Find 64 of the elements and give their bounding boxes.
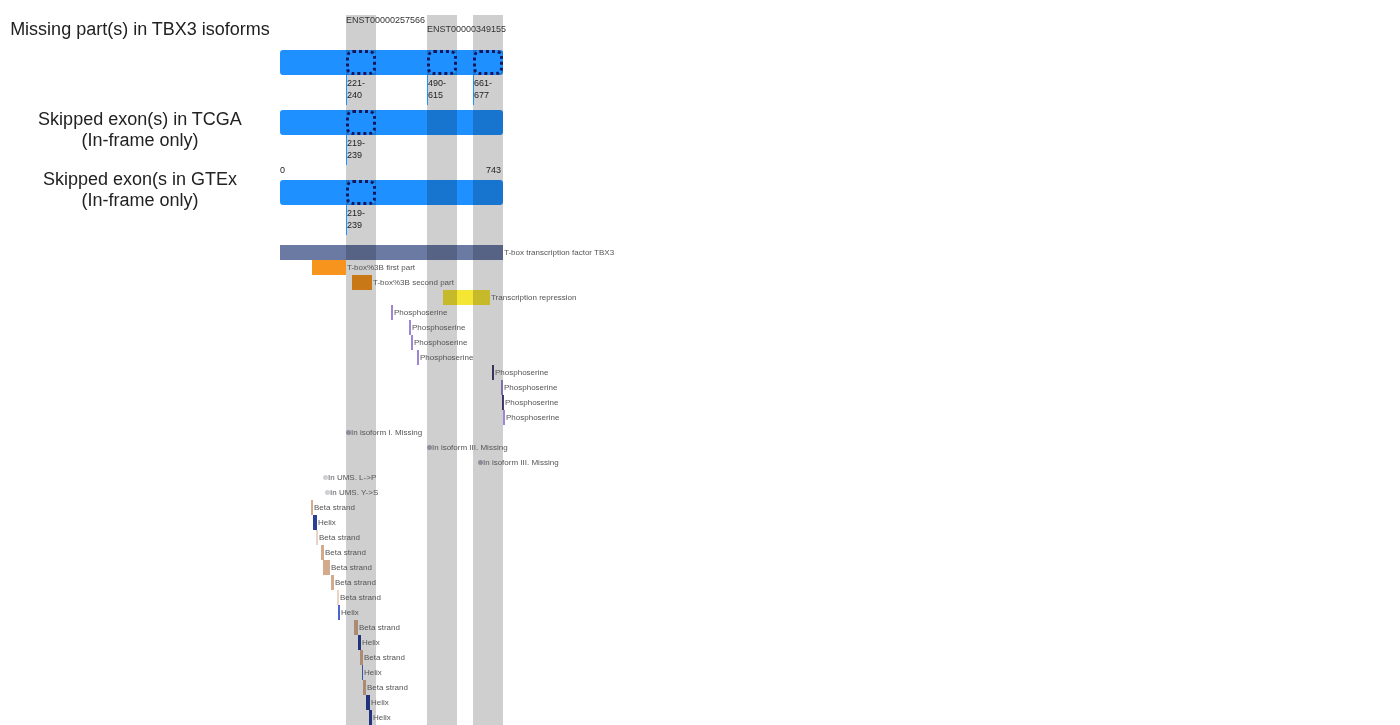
feature-label: T-box transcription factor TBX3 [504, 247, 615, 258]
feature-label: Transcription repression [491, 292, 577, 303]
feature-label: T-box%3B first part [347, 262, 416, 273]
feature-label: In isoform I. Missing [351, 427, 423, 438]
region-box [346, 110, 376, 135]
variant-dot [323, 475, 328, 480]
feature-bar [312, 260, 346, 275]
feature-label: Beta strand [314, 502, 355, 513]
feature-label: Helix [371, 697, 389, 708]
feature-label: Helix [373, 712, 391, 723]
feature-label: Beta strand [331, 562, 372, 573]
range-label: 221- 240 [347, 77, 366, 101]
feature-label: Helix [362, 637, 380, 648]
region-box [346, 180, 376, 205]
feature-label: In isoform III. Missing [483, 457, 559, 468]
feature-bar [280, 245, 503, 260]
axis-label: 0 [280, 165, 286, 176]
strand-bar [331, 575, 334, 590]
helix-bar [313, 515, 317, 530]
feature-label: Phosphoserine [394, 307, 448, 318]
site-mark [411, 335, 413, 350]
transcript-id: ENST00000349155 [427, 24, 507, 35]
site-mark [417, 350, 419, 365]
site-mark [409, 320, 411, 335]
feature-label: Phosphoserine [495, 367, 549, 378]
site-mark [391, 305, 393, 320]
feature-label: Beta strand [325, 547, 366, 558]
feature-label: Helix [318, 517, 336, 528]
feature-label: Beta strand [340, 592, 381, 603]
track-label: Skipped exon(s) in TCGA (In-frame only) [37, 109, 243, 151]
feature-label: Phosphoserine [505, 397, 559, 408]
transcript-id: ENST00000257566 [346, 15, 426, 26]
feature-label: Beta strand [364, 652, 405, 663]
axis-label: 743 [484, 165, 501, 176]
region-box [427, 50, 457, 75]
feature-label: Beta strand [367, 682, 408, 693]
feature-label: Helix [341, 607, 359, 618]
feature-label: In isoform III. Missing [432, 442, 508, 453]
region-box [346, 50, 376, 75]
feature-label: Phosphoserine [414, 337, 468, 348]
feature-label: Phosphoserine [504, 382, 558, 393]
site-mark [502, 395, 504, 410]
feature-label: Phosphoserine [420, 352, 474, 363]
feature-label: Beta strand [335, 577, 376, 588]
feature-label: Beta strand [359, 622, 400, 633]
feature-bar [443, 290, 490, 305]
feature-label: Beta strand [319, 532, 360, 543]
feature-label: In UMS. Y->S [330, 487, 379, 498]
range-label: 661- 677 [474, 77, 493, 101]
range-label: 490- 615 [428, 77, 447, 101]
feature-label: Phosphoserine [412, 322, 466, 333]
feature-label: Helix [364, 667, 382, 678]
site-mark [503, 410, 505, 425]
strand-bar [321, 545, 324, 560]
feature-label: Phosphoserine [506, 412, 560, 423]
feature-label: In UMS. L->P [328, 472, 377, 483]
region-box [473, 50, 503, 75]
track-label: Skipped exon(s in GTEx (In-frame only) [41, 169, 239, 211]
strand-bar [323, 560, 330, 575]
range-label: 219- 239 [347, 207, 366, 231]
feature-label: T-box%3B second part [373, 277, 454, 288]
track-label: Missing part(s) in TBX3 isoforms [9, 19, 271, 40]
variant-dot [325, 490, 330, 495]
range-label: 219- 239 [347, 137, 366, 161]
